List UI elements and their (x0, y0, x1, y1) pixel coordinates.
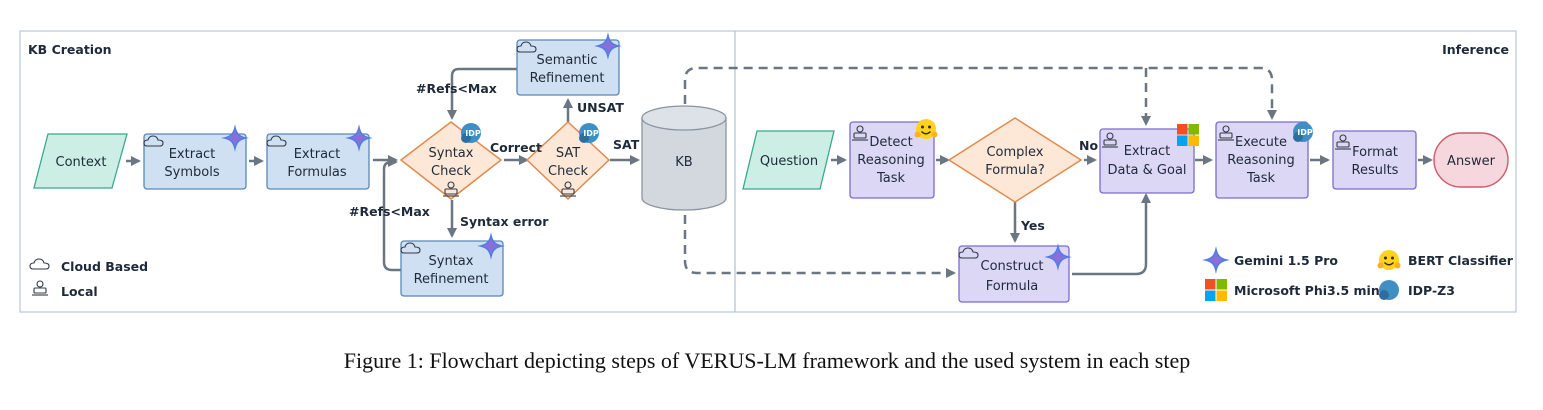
legend-gemini: Gemini 1.5 Pro (1234, 253, 1338, 268)
node-sat-check: SAT Check IDP (525, 120, 611, 201)
svg-text:Formulas: Formulas (287, 165, 347, 180)
bert-classifier-icon (1376, 249, 1402, 271)
svg-text:Execute: Execute (1235, 135, 1287, 150)
node-semantic-refinement: Semantic Refinement (516, 32, 622, 96)
svg-text:Answer: Answer (1447, 154, 1496, 169)
svg-text:Format: Format (1352, 145, 1398, 160)
node-extract-formulas: Extract Formulas (266, 124, 373, 190)
svg-text:Syntax: Syntax (429, 146, 474, 161)
node-extract-data-goal: Extract Data & Goal (1099, 124, 1199, 194)
node-format-results: Format Results (1332, 130, 1417, 190)
svg-text:KB: KB (675, 155, 692, 170)
inference-panel (734, 30, 1517, 313)
node-execute-reasoning-task: Execute Reasoning Task IDP (1215, 121, 1313, 199)
node-extract-symbols: Extract Symbols (143, 124, 249, 190)
svg-text:Formula?: Formula? (985, 163, 1044, 178)
node-syntax-refinement: Syntax Refinement (400, 232, 505, 297)
svg-text:IDP: IDP (583, 129, 599, 138)
svg-text:Check: Check (548, 164, 588, 179)
svg-text:IDP: IDP (465, 129, 481, 138)
edge-label-refs-max-top: #Refs<Max (416, 81, 497, 96)
svg-text:Formula: Formula (986, 279, 1039, 294)
solid-edges (126, 67, 1433, 276)
legend-right: Gemini 1.5 Pro BERT Classifier Microsoft… (1202, 246, 1514, 301)
cloud-icon (29, 258, 50, 270)
node-syntax-check: Syntax Check IDP (399, 121, 503, 200)
svg-text:Construct: Construct (981, 259, 1044, 274)
node-answer: Answer (1433, 132, 1509, 188)
edge-label-unsat: UNSAT (577, 100, 624, 115)
svg-text:Reasoning: Reasoning (1227, 153, 1294, 168)
node-kb: KB (641, 105, 727, 211)
legend-cloud-based: Cloud Based (61, 259, 148, 274)
svg-text:Check: Check (431, 164, 471, 179)
svg-text:Extract: Extract (169, 147, 216, 162)
node-question: Question (742, 130, 835, 190)
edge-label-yes: Yes (1020, 218, 1045, 233)
edge-label-correct: Correct (490, 140, 542, 155)
inference-title: Inference (1442, 42, 1509, 57)
legend-bert: BERT Classifier (1408, 253, 1514, 268)
svg-text:Refinement: Refinement (530, 71, 605, 86)
node-context: Context (33, 133, 128, 189)
svg-text:Reasoning: Reasoning (857, 153, 924, 168)
svg-text:IDP: IDP (1297, 128, 1313, 137)
svg-text:Task: Task (876, 171, 906, 186)
svg-text:Refinement: Refinement (414, 272, 489, 287)
node-complex-formula: Complex Formula? (947, 117, 1083, 203)
legend-idp: IDP-Z3 (1408, 283, 1455, 298)
svg-text:Question: Question (760, 154, 818, 169)
legend-local: Local (61, 284, 98, 299)
idp-icon (1379, 280, 1399, 300)
gemini-icon (1202, 246, 1230, 274)
edge-label-sat: SAT (613, 137, 640, 152)
svg-text:Symbols: Symbols (164, 165, 219, 180)
kb-creation-title: KB Creation (28, 42, 112, 57)
svg-text:SAT: SAT (556, 146, 580, 161)
microsoft-phi-icon (1205, 279, 1227, 301)
svg-text:Complex: Complex (986, 145, 1043, 160)
svg-text:Semantic: Semantic (537, 53, 598, 68)
node-detect-reasoning-task: Detect Reasoning Task (849, 118, 939, 199)
figure-caption: Figure 1: Flowchart depicting steps of V… (344, 348, 1190, 373)
edge-label-no: No (1079, 138, 1098, 153)
edge-label-refs-max-bottom: #Refs<Max (349, 204, 430, 219)
node-construct-formula: Construct Formula (958, 243, 1072, 303)
edge-label-syntax-error: Syntax error (460, 214, 549, 229)
svg-text:Extract: Extract (294, 147, 341, 162)
local-icon (31, 280, 49, 296)
svg-text:Results: Results (1352, 163, 1399, 178)
svg-text:Task: Task (1246, 171, 1276, 186)
svg-text:Data & Goal: Data & Goal (1107, 163, 1186, 178)
legend-left: Cloud Based Local (29, 258, 148, 299)
svg-text:Context: Context (56, 155, 107, 170)
dashed-edges (683, 66, 1277, 278)
svg-text:Detect: Detect (869, 135, 912, 150)
svg-text:Syntax: Syntax (429, 254, 474, 269)
legend-phi: Microsoft Phi3.5 mini (1234, 283, 1384, 298)
svg-text:Extract: Extract (1124, 144, 1171, 159)
